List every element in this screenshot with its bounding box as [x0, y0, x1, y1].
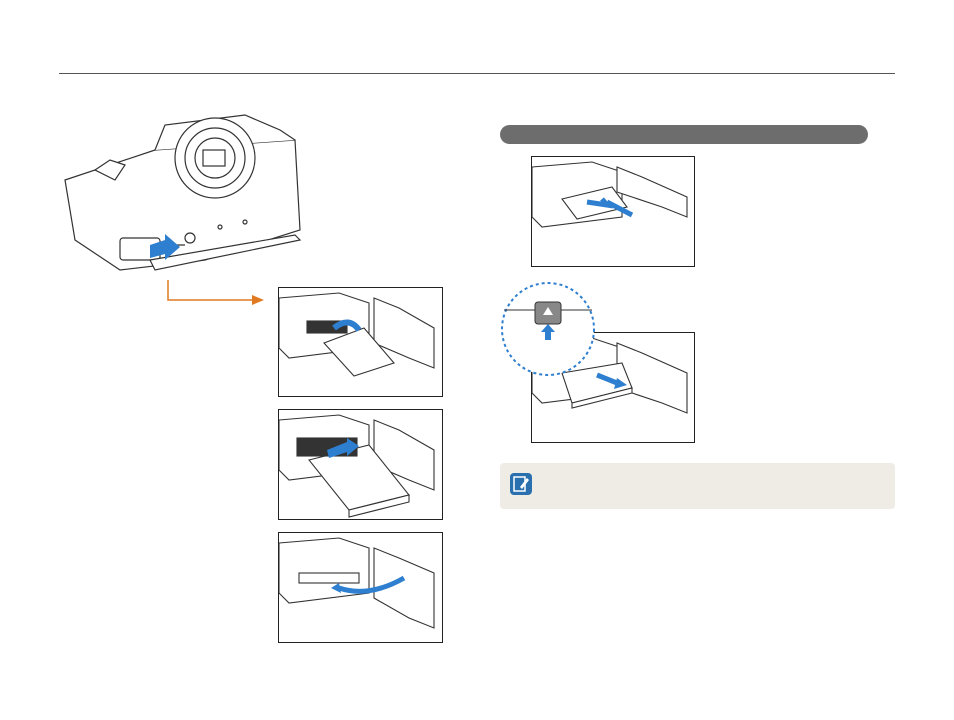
section-heading-bar — [500, 125, 868, 144]
close-cover-illustration — [278, 532, 443, 643]
remove-card-illustration — [531, 156, 695, 267]
insert-battery-illustration — [278, 409, 443, 520]
insert-card-illustration — [278, 287, 443, 397]
callout-arrow — [160, 278, 270, 308]
note-pencil-icon — [510, 473, 532, 495]
header-rule — [59, 73, 895, 74]
battery-lock-magnifier — [499, 280, 597, 378]
note-box — [500, 463, 895, 509]
camera-bottom-illustration — [55, 110, 315, 285]
